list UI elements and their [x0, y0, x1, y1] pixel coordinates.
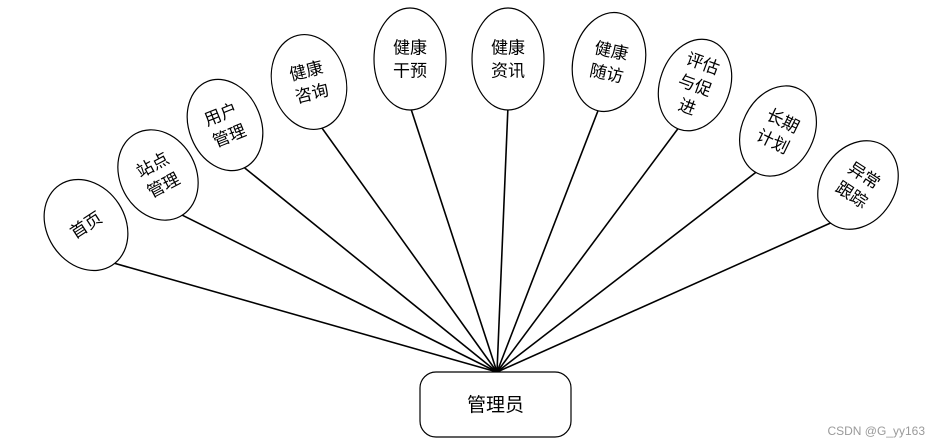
node-label-health-news: 资讯 [491, 62, 525, 82]
connector-user-management [240, 164, 498, 373]
node-label-assess-promote: 进 [675, 95, 698, 120]
node-home: 首页 [43, 178, 129, 272]
root-node: 管理员 [419, 371, 572, 438]
connector-health-followup [496, 106, 601, 373]
connector-abnormal-tracking [496, 220, 835, 373]
node-ellipse-long-term-plan [739, 85, 817, 177]
connector-lines [109, 105, 835, 373]
connector-health-intervention [409, 105, 498, 373]
connector-home [109, 261, 498, 373]
node-ellipse-home [43, 178, 129, 272]
root-box [419, 371, 572, 438]
connector-health-consult [319, 124, 498, 373]
connector-health-news [496, 105, 509, 373]
node-ellipse-assess-promote [657, 38, 733, 132]
connector-assess-promote [496, 125, 681, 373]
watermark: CSDN @G_yy163 [827, 424, 925, 438]
root-label: 管理员 [467, 394, 524, 416]
node-label-health-intervention: 干预 [393, 62, 427, 82]
node-ellipse-health-consult [270, 33, 348, 131]
function-nodes: 首页站点管理用户管理健康咨询健康干预健康资讯健康随访评估与促进长期计划异常跟踪 [43, 7, 899, 272]
node-ellipse-user-management [186, 78, 264, 172]
node-label-health-intervention: 健康 [393, 39, 427, 59]
node-ellipse-health-followup [571, 11, 647, 113]
node-ellipse-health-news [471, 7, 545, 111]
node-ellipse-site-management [117, 129, 199, 221]
connector-site-management [177, 212, 498, 373]
node-ellipse-health-intervention [373, 7, 447, 111]
node-label-health-news: 健康 [491, 39, 525, 59]
node-ellipse-abnormal-tracking [817, 140, 899, 230]
connector-long-term-plan [496, 169, 760, 373]
